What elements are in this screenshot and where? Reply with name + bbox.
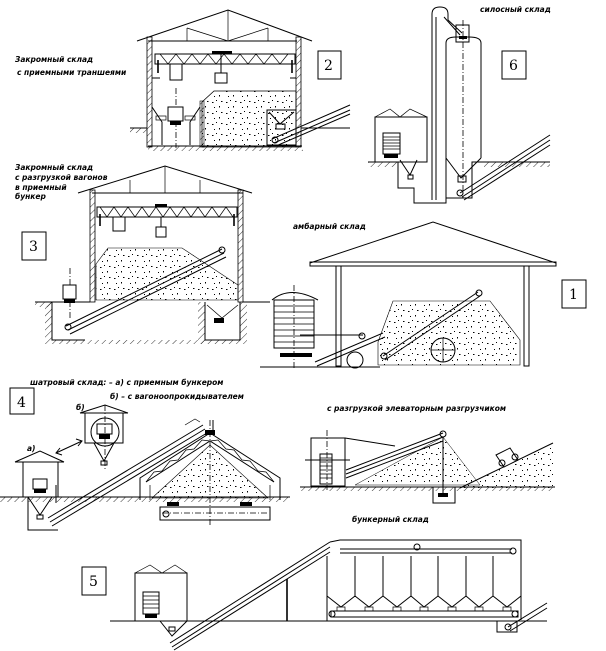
scheme-6-number: 6 — [509, 58, 518, 74]
scheme-elevator-unloader — [300, 430, 555, 504]
elevator-unloader-label: с разгрузкой элеваторным разгрузчиком — [327, 404, 506, 413]
scheme-1-label: амбарный склад — [293, 222, 366, 231]
scheme-3-label-line4: бункер — [15, 192, 46, 201]
scheme-3-number-box: 3 — [21, 231, 47, 261]
scheme-2-bin-warehouse-trenches — [130, 9, 351, 151]
scheme-1-number-box: 1 — [561, 279, 587, 309]
scheme-5-bunker-warehouse — [110, 539, 548, 651]
scheme-2-number: 2 — [324, 58, 333, 74]
scheme-4-tent-warehouse — [0, 404, 290, 531]
scheme-3-number: 3 — [29, 239, 38, 255]
scheme-2-number-box: 2 — [317, 50, 342, 80]
scheme-4-variant-b-label: б) — [76, 403, 85, 412]
scheme-4-label-line1: шатровый склад: – а) с приемным бункером — [30, 378, 223, 387]
scheme-5-number-box: 5 — [81, 566, 107, 596]
bunker-cells — [326, 556, 522, 612]
scheme-5-label: бункерный склад — [352, 515, 429, 524]
scheme-6-label: силосный склад — [480, 5, 551, 14]
scheme-4-number: 4 — [17, 395, 26, 411]
scheme-6-number-box: 6 — [501, 50, 527, 80]
scheme-4-number-box: 4 — [9, 387, 35, 415]
scheme-2-label-line2: с приемными траншеями — [17, 68, 127, 77]
scheme-1-shed-warehouse — [260, 221, 557, 370]
scheme-6-silo-warehouse — [368, 6, 551, 204]
scheme-4-variant-a-label: а) — [27, 444, 36, 453]
scheme-3-label-line3: в приемный — [15, 183, 67, 192]
scheme-3-bin-warehouse-wagon-unloading — [35, 165, 270, 344]
scheme-3-label-line2: с разгрузкой вагонов — [15, 173, 108, 182]
scheme-5-number: 5 — [89, 574, 98, 590]
scheme-3-label-line1: Закромный склад — [15, 163, 93, 172]
scheme-1-number: 1 — [569, 287, 578, 303]
scheme-2-label-line1: Закромный склад — [15, 55, 93, 64]
scheme-4-label-line2: б) – с вагоноопрокидывателем — [110, 392, 244, 401]
